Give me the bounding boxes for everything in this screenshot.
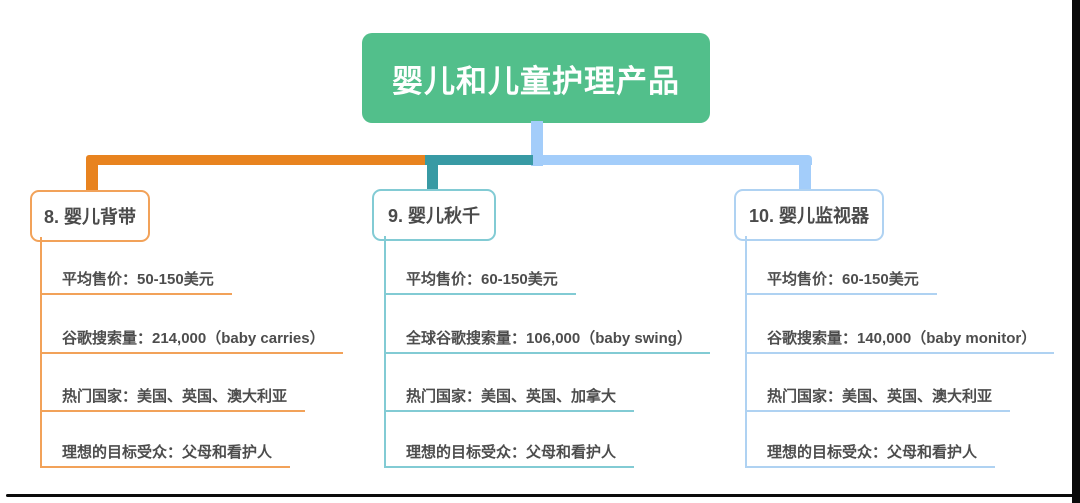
branch-spine [384, 236, 386, 467]
item-popular-countries: 热门国家：美国、英国、加拿大 [384, 386, 635, 412]
item-text: 热门国家：美国、英国、澳大利亚 [767, 388, 993, 405]
page-edge-bottom [6, 494, 1072, 497]
item-average-price: 平均售价：60-150美元 [384, 269, 576, 295]
branch-title-baby-carriers[interactable]: 8. 婴儿背带 [30, 190, 150, 242]
item-popular-countries: 热门国家：美国、英国、澳大利亚 [40, 386, 306, 412]
item-text: 理想的目标受众：父母和看护人 [406, 444, 617, 461]
branch-title-baby-swings[interactable]: 9. 婴儿秋千 [372, 189, 496, 241]
bus-connector-orange [86, 155, 425, 165]
bus-connector-teal [425, 155, 533, 165]
item-text: 平均售价：50-150美元 [62, 271, 214, 288]
item-search-volume: 谷歌搜索量：214,000（baby carries） [40, 328, 343, 354]
bus-connector-blue [533, 155, 812, 165]
root-stem-connector [531, 121, 543, 166]
root-node[interactable]: 婴儿和儿童护理产品 [362, 33, 710, 123]
item-text: 热门国家：美国、英国、澳大利亚 [62, 388, 288, 405]
item-search-volume: 全球谷歌搜索量：106,000（baby swing） [384, 328, 710, 354]
branch-spine [745, 236, 747, 467]
item-target-audience: 理想的目标受众：父母和看护人 [40, 442, 291, 468]
item-popular-countries: 热门国家：美国、英国、澳大利亚 [745, 386, 1011, 412]
branch-drop-baby-monitors [799, 160, 811, 190]
branch-title-baby-monitors[interactable]: 10. 婴儿监视器 [734, 189, 884, 241]
item-text: 理想的目标受众：父母和看护人 [62, 444, 273, 461]
item-text: 理想的目标受众：父母和看护人 [767, 444, 978, 461]
item-text: 谷歌搜索量：140,000（baby monitor） [767, 330, 1037, 347]
branch-drop-baby-carriers [86, 160, 98, 191]
item-text: 谷歌搜索量：214,000（baby carries） [62, 330, 325, 347]
page-edge-right [1072, 0, 1080, 503]
item-target-audience: 理想的目标受众：父母和看护人 [384, 442, 635, 468]
item-text: 平均售价：60-150美元 [406, 271, 558, 288]
item-average-price: 平均售价：60-150美元 [745, 269, 937, 295]
item-target-audience: 理想的目标受众：父母和看护人 [745, 442, 996, 468]
item-search-volume: 谷歌搜索量：140,000（baby monitor） [745, 328, 1055, 354]
item-text: 全球谷歌搜索量：106,000（baby swing） [406, 330, 692, 347]
item-text: 平均售价：60-150美元 [767, 271, 919, 288]
item-average-price: 平均售价：50-150美元 [40, 269, 232, 295]
item-text: 热门国家：美国、英国、加拿大 [406, 388, 617, 405]
branch-drop-baby-swings [427, 160, 438, 190]
